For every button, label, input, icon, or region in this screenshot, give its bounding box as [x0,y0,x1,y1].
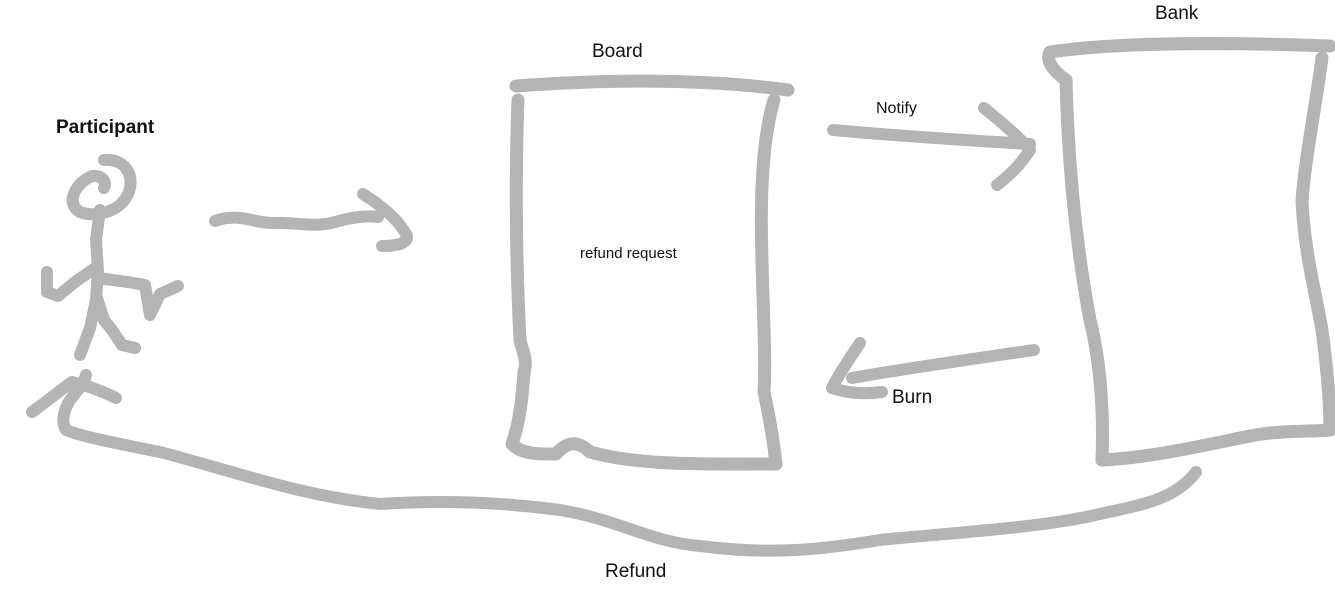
participant-stick-figure [41,153,184,361]
arrow-notify [827,102,1036,191]
refund-label: Refund [605,561,667,582]
participant-head [66,153,137,221]
notify-label: Notify [876,100,917,117]
burn-label: Burn [892,387,933,408]
bank-title: Bank [1155,3,1199,24]
arrow-participant-to-board [209,188,413,252]
participant-right-arm [92,272,184,321]
participant-label: Participant [56,117,155,138]
arrow-refund [26,369,1202,557]
board-title: Board [592,41,643,62]
participant-leg [91,292,141,354]
arrow-burn [826,337,1040,400]
participant-left-arm [41,262,101,302]
participant-body [74,204,106,361]
board-content: refund request [580,245,677,262]
board-box [505,74,795,471]
bank-box [1042,37,1335,467]
